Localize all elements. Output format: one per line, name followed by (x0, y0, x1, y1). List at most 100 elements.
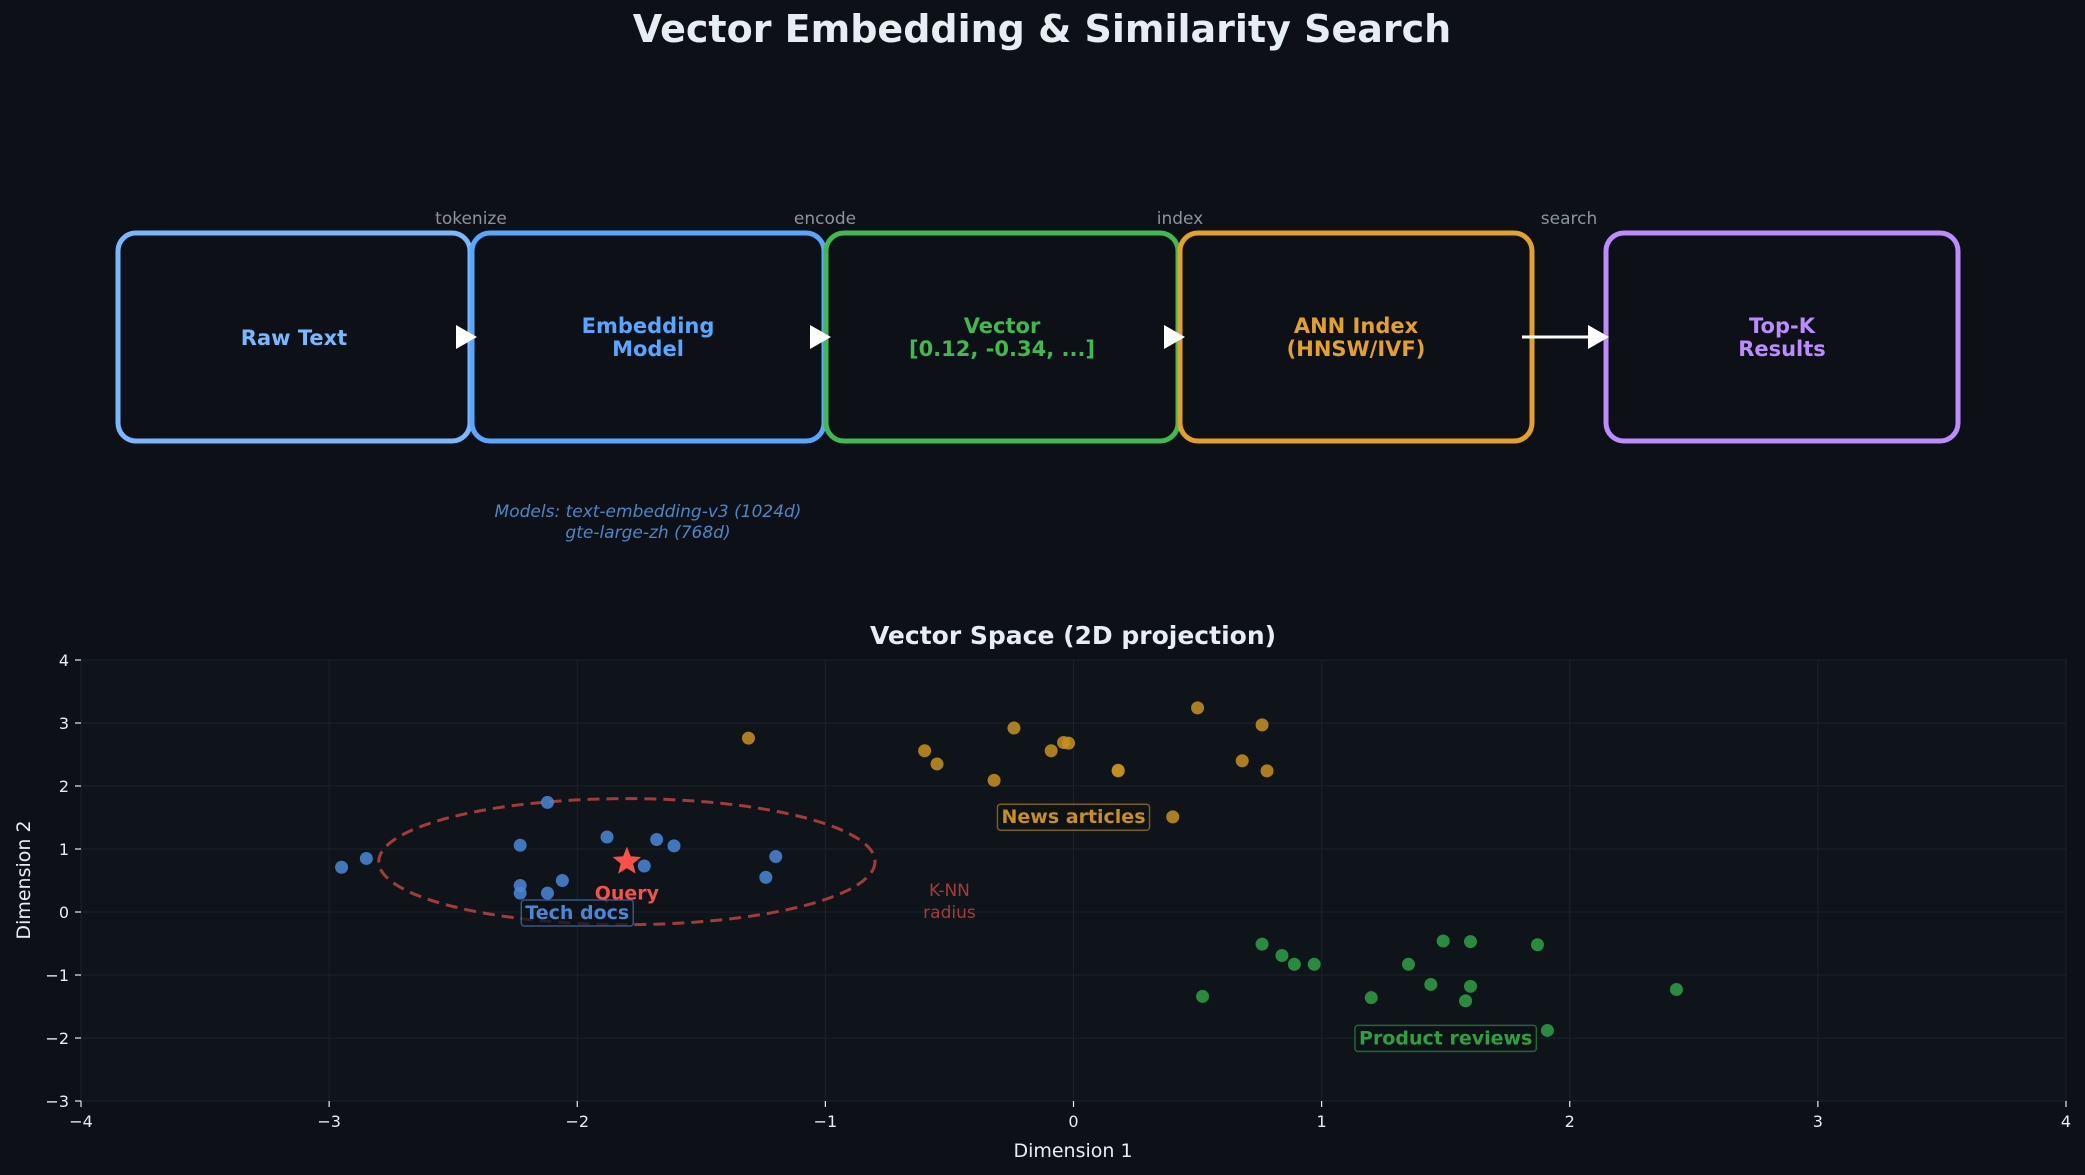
y-tick-label: −2 (45, 1029, 69, 1048)
scatter-point (1062, 736, 1076, 750)
scatter-point (1464, 979, 1477, 993)
scatter-point (1540, 1023, 1554, 1037)
scatter-point (650, 833, 664, 847)
stage-label: Results (1738, 337, 1826, 361)
stage-label: [0.12, -0.34, ...] (909, 337, 1095, 361)
x-tick-label: 4 (2061, 1112, 2071, 1131)
stage-label: Top-K (1749, 314, 1816, 338)
scatter-point (1669, 982, 1683, 996)
main-title: Vector Embedding & Similarity Search (633, 7, 1451, 51)
stage-vector: Vector [0.12, -0.34, ...] (823, 230, 1181, 444)
scatter-point (667, 839, 681, 853)
scatter-point (540, 795, 554, 809)
grid (80, 659, 2067, 1102)
stage-label: Raw Text (241, 326, 347, 350)
knn-label: K-NN (929, 881, 970, 901)
scatter-point (359, 851, 373, 865)
x-tick-label: 0 (1068, 1112, 1078, 1131)
cluster-label: News articles (1001, 806, 1145, 828)
cluster-label: Product reviews (1359, 1027, 1532, 1049)
scatter-point (1191, 701, 1205, 715)
x-axis-label: Dimension 1 (1013, 1140, 1132, 1162)
scatter-point (540, 886, 554, 900)
scatter-point (1401, 957, 1415, 971)
query-star (612, 846, 642, 874)
scatter-point (555, 874, 569, 887)
scatter-point (1196, 989, 1210, 1003)
y-tick-label: 1 (59, 840, 69, 859)
scatter-point (1007, 721, 1021, 735)
scatter-point (335, 860, 349, 874)
query-label: Query (595, 883, 660, 905)
scatter-point (1275, 948, 1289, 962)
y-tick-label: 4 (59, 651, 69, 670)
points-layer: Query (335, 701, 1683, 1037)
stage-embedding-model: Embedding Model (469, 230, 827, 444)
scatter-point (1530, 938, 1544, 952)
cluster-label-box (1354, 1024, 1538, 1053)
cluster-label-box (996, 803, 1151, 831)
stage-label: Vector (964, 314, 1041, 338)
stage-label: Embedding (582, 314, 715, 338)
cluster-label: Tech docs (525, 902, 629, 924)
x-tick-label: 2 (1565, 1112, 1575, 1131)
y-axis-label: Dimension 2 (13, 820, 35, 939)
x-tick-label: −3 (317, 1112, 341, 1131)
x-tick-label: −4 (69, 1112, 93, 1131)
cluster-label-group: Product reviews (1354, 1024, 1538, 1053)
scatter-point (1424, 977, 1438, 991)
scatter-point (513, 838, 527, 852)
pipeline: Raw Text Embedding Model Vector [0.12, -… (115, 209, 1961, 543)
scatter-point (513, 886, 527, 900)
scatter-point (1111, 764, 1125, 778)
scatter-point (1260, 764, 1274, 778)
scatter-point (1364, 991, 1378, 1005)
cluster-label-group: News articles (996, 803, 1151, 831)
scatter-point (1166, 810, 1180, 824)
scatter-point (987, 773, 1001, 787)
cluster-label-group: Tech docs (520, 899, 634, 927)
scatter-point (741, 731, 755, 745)
scatter-point (1436, 934, 1450, 948)
scatter-point (1255, 937, 1269, 951)
scatter-point (1464, 935, 1477, 949)
stage-top-k-results: Top-K Results (1603, 230, 1961, 444)
edge-label-tokenize: tokenize (435, 209, 507, 229)
edge-label-index: index (1157, 209, 1204, 229)
models-note-line1: Models: text-embedding-v3 (1024d) (495, 502, 802, 522)
plot-title: Vector Space (2D projection) (870, 621, 1276, 650)
x-tick-label: −1 (814, 1112, 838, 1131)
stage-label: Model (612, 337, 684, 361)
scatter-point (1235, 754, 1249, 768)
scatter-point (1459, 994, 1473, 1008)
models-note-line2: gte-large-zh (768d) (565, 523, 730, 543)
stage-ann-index: ANN Index (HNSW/IVF) (1177, 230, 1535, 444)
edge-label-search: search (1541, 209, 1597, 229)
scatter-point (918, 744, 932, 758)
scatter-point (1287, 957, 1301, 971)
scatter-point (1044, 744, 1058, 758)
stage-raw-text: Raw Text (115, 230, 473, 444)
knn-label: radius (923, 903, 976, 923)
scatter-point (1255, 718, 1269, 732)
stage-label: (HNSW/IVF) (1287, 337, 1426, 361)
scatter-point (600, 830, 614, 844)
x-tick-label: 1 (1317, 1112, 1327, 1131)
scatter-point (1307, 957, 1321, 971)
y-tick-label: 2 (59, 777, 69, 796)
x-tick-label: 3 (1813, 1112, 1823, 1131)
scatter-point (930, 757, 944, 771)
y-tick-label: 0 (59, 903, 69, 922)
scatter-point (637, 859, 651, 873)
x-tick-label: −2 (565, 1112, 589, 1131)
stage-label: ANN Index (1294, 314, 1419, 338)
scatter-point (759, 870, 773, 884)
vector-space-plot: Vector Space (2D projection) −4 −3 −2 −1 0 1 2… (13, 621, 2071, 1162)
y-tick-label: 3 (59, 714, 69, 733)
y-tick-label: −1 (45, 966, 69, 985)
edge-label-encode: encode (794, 209, 856, 229)
